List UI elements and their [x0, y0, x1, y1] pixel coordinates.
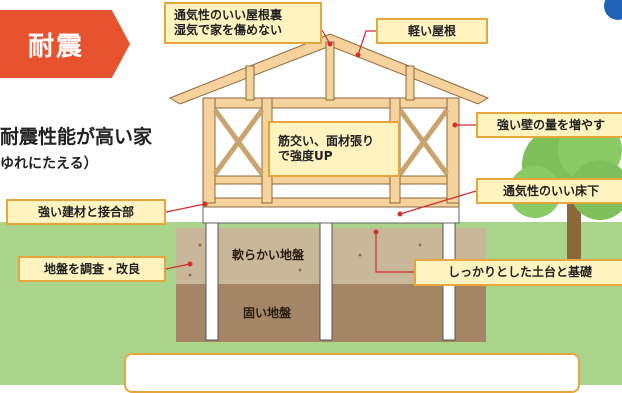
label-foundation: しっかりとした土台と基礎 — [414, 259, 622, 286]
label-walls: 強い壁の量を増やす — [476, 112, 622, 138]
headline: 耐震性能が高い家 ゆれにたえる） — [0, 122, 152, 173]
seismic-badge: 耐震 — [0, 10, 130, 78]
headline-sub: ゆれにたえる） — [0, 156, 98, 172]
leader-lines — [165, 29, 477, 273]
sill-plate — [202, 197, 460, 208]
bracing-braces — [212, 108, 450, 178]
headline-main: 耐震性能が高い家 — [0, 126, 153, 148]
corner-circle — [604, 0, 622, 20]
label-floor-ventilation: 通気性のいい床下 — [476, 178, 622, 204]
badge-label: 耐震 — [27, 31, 84, 62]
soft-ground-text: 軟らかい地盤 — [232, 248, 305, 262]
leader-dots — [187, 41, 458, 267]
label-light-roof: 軽い屋根 — [376, 18, 488, 44]
label-roof-ventilation: 通気性のいい屋根裏 湿気で家を傷めない — [164, 2, 322, 44]
label-ground-survey: 地盤を調査・改良 — [18, 256, 166, 282]
roof-note-line1: 通気性のいい屋根裏 — [174, 8, 283, 22]
roof-note-line2: 湿気で家を傷めない — [174, 23, 283, 37]
label-joints: 強い建材と接合部 — [6, 199, 166, 225]
bracing-line1: 筋交い、面材張り — [278, 134, 375, 148]
label-bracing: 筋交い、面材張り で強度UP — [268, 121, 400, 177]
diagram-illustration — [0, 29, 622, 385]
caption-box — [124, 353, 580, 393]
bracing-line2: で強度UP — [278, 149, 333, 163]
hard-ground-text: 固い地盤 — [243, 306, 292, 320]
